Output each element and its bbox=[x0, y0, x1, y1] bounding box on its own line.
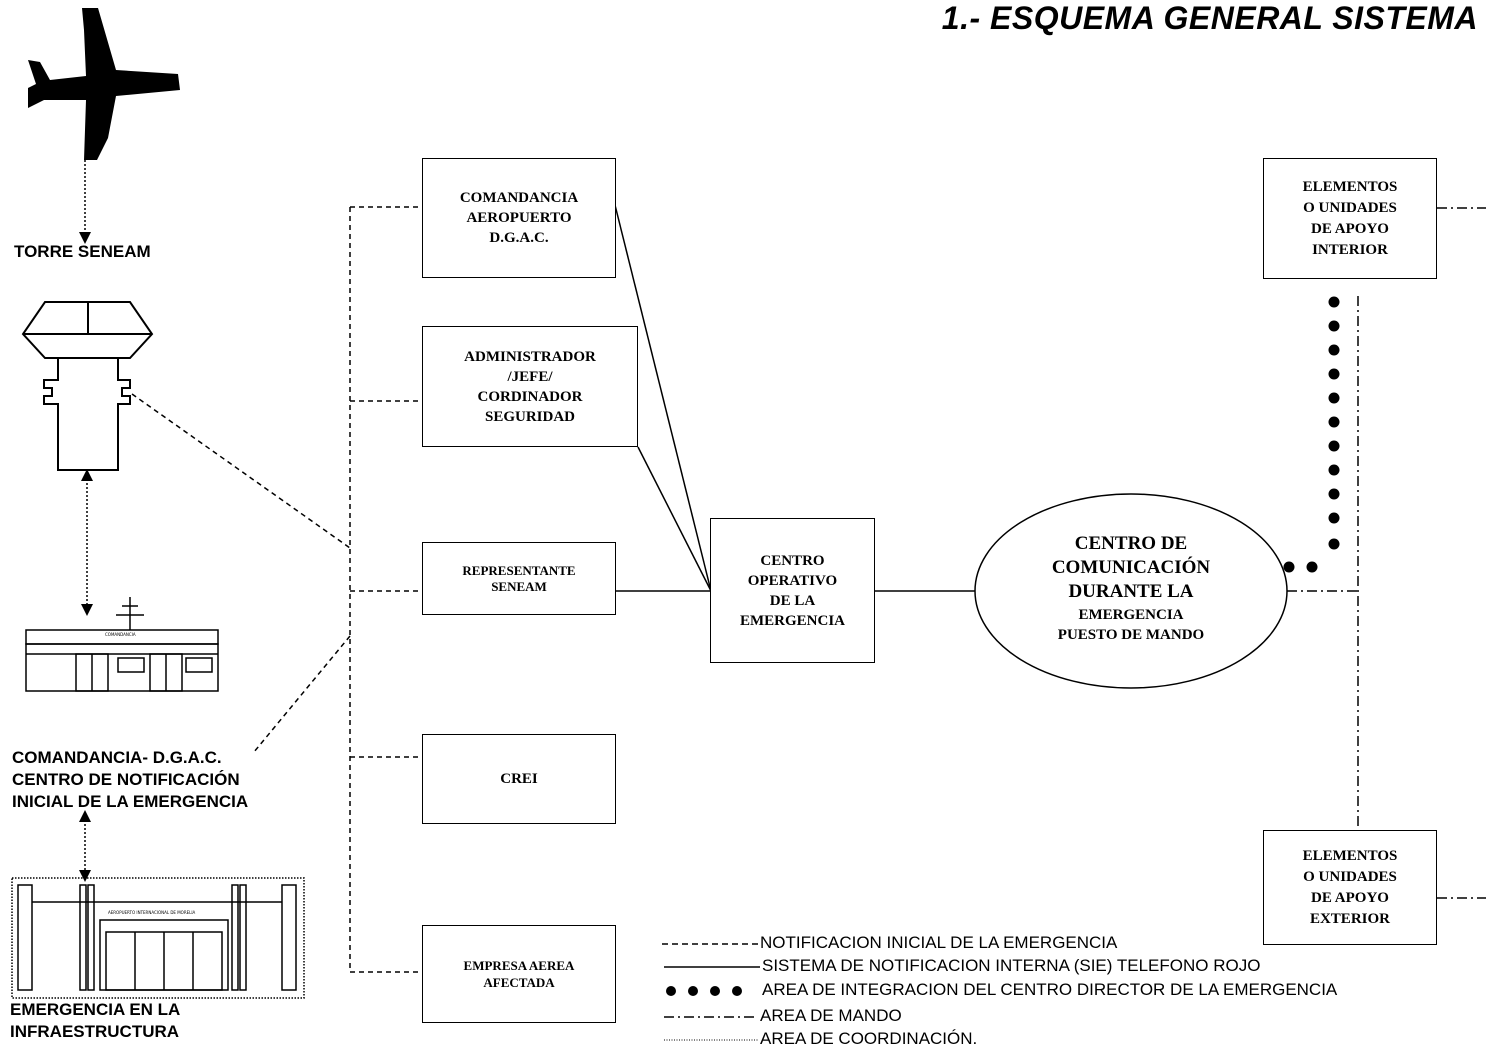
legend-dashed-text: NOTIFICACION INICIAL DE LA EMERGENCIA bbox=[760, 933, 1118, 952]
representante-seneam-box: REPRESENTANTE SENEAM bbox=[422, 542, 616, 615]
ellipse-line-1: CENTRO DE bbox=[1074, 533, 1188, 554]
legend-dotted-text: AREA DE COORDINACIÓN. bbox=[760, 1029, 978, 1048]
comandancia-aeropuerto-box: COMANDANCIA AEROPUERTO D.G.A.C. bbox=[422, 158, 616, 278]
centro-operativo-box: CENTRO OPERATIVO DE LA EMERGENCIA bbox=[710, 518, 875, 663]
legend-dashdot-text: AREA DE MANDO bbox=[760, 1006, 902, 1025]
elementos-exterior-box: ELEMENTOS O UNIDADES DE APOYO EXTERIOR bbox=[1263, 830, 1437, 945]
command-building-icon bbox=[25, 597, 219, 692]
elementos-exterior-text: ELEMENTOS O UNIDADES DE APOYO EXTERIOR bbox=[1302, 847, 1398, 927]
terminal-building-icon bbox=[11, 877, 305, 999]
ellipse-line-2: COMUNICACIÓN bbox=[1051, 557, 1211, 578]
empresa-aerea-box: EMPRESA AEREA AFECTADA bbox=[422, 925, 616, 1023]
crei-box: CREI bbox=[422, 734, 616, 824]
comandancia-aeropuerto-text: COMANDANCIA AEROPUERTO D.G.A.C. bbox=[459, 190, 579, 246]
control-tower-icon bbox=[21, 301, 154, 471]
legend-dots-text: AREA DE INTEGRACION DEL CENTRO DIRECTOR … bbox=[762, 980, 1338, 999]
empresa-aerea-text: EMPRESA AEREA AFECTADA bbox=[463, 958, 575, 990]
ellipse-line-3: DURANTE LA bbox=[1068, 581, 1194, 602]
ellipse-line-4: EMERGENCIA bbox=[1078, 607, 1184, 623]
ellipse-line-5: PUESTO DE MANDO bbox=[1057, 627, 1205, 643]
crei-text: CREI bbox=[500, 770, 538, 787]
page-title: 1.- ESQUEMA GENERAL SISTEMA bbox=[941, 0, 1478, 36]
representante-seneam-text: REPRESENTANTE SENEAM bbox=[462, 562, 576, 594]
elementos-interior-box: ELEMENTOS O UNIDADES DE APOYO INTERIOR bbox=[1263, 158, 1437, 279]
centro-operativo-text: CENTRO OPERATIVO DE LA EMERGENCIA bbox=[739, 552, 845, 629]
legend-samples bbox=[662, 943, 760, 1041]
administrador-box: ADMINISTRADOR /JEFE/ CORDINADOR SEGURIDA… bbox=[422, 326, 638, 447]
legend-solid-text: SISTEMA DE NOTIFICACION INTERNA (SIE) TE… bbox=[762, 956, 1261, 975]
terminal-building-sign: AEROPUERTO INTERNACIONAL DE MORELIA bbox=[108, 910, 196, 915]
command-building-sign: COMANDANCIA bbox=[105, 632, 136, 637]
comandancia-notificacion-label: COMANDANCIA- D.G.A.C. CENTRO DE NOTIFICA… bbox=[12, 748, 249, 811]
elementos-interior-text: ELEMENTOS O UNIDADES DE APOYO INTERIOR bbox=[1302, 178, 1398, 258]
emergencia-infraestructura-label: EMERGENCIA EN LA INFRAESTRUCTURA bbox=[10, 1000, 181, 1041]
administrador-text: ADMINISTRADOR /JEFE/ CORDINADOR SEGURIDA… bbox=[464, 348, 596, 425]
torre-seneam-label: TORRE SENEAM bbox=[14, 242, 151, 261]
airplane-icon bbox=[28, 8, 180, 160]
